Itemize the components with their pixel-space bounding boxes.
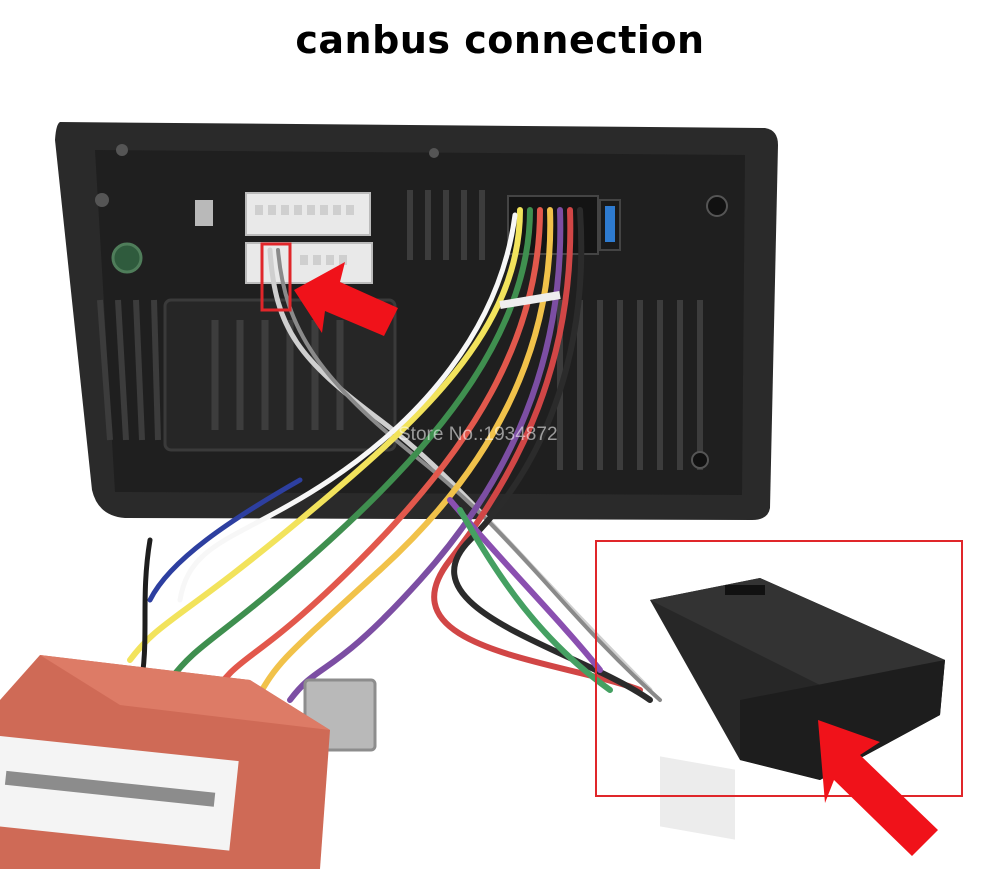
- highlight-connector-box: [260, 242, 292, 312]
- wire-harness: [127, 207, 662, 713]
- head-unit: [55, 122, 778, 520]
- page-title: canbus connection: [295, 18, 705, 62]
- highlight-canbus-box: [595, 540, 963, 797]
- canbus-box: [650, 578, 945, 840]
- decoder-box: [0, 655, 330, 869]
- pointer-arrow-icon: [294, 262, 398, 336]
- watermark-text: Store No.:1934872: [398, 424, 558, 445]
- cable-tie: [499, 291, 561, 309]
- pointer-arrow-icon: [818, 720, 938, 856]
